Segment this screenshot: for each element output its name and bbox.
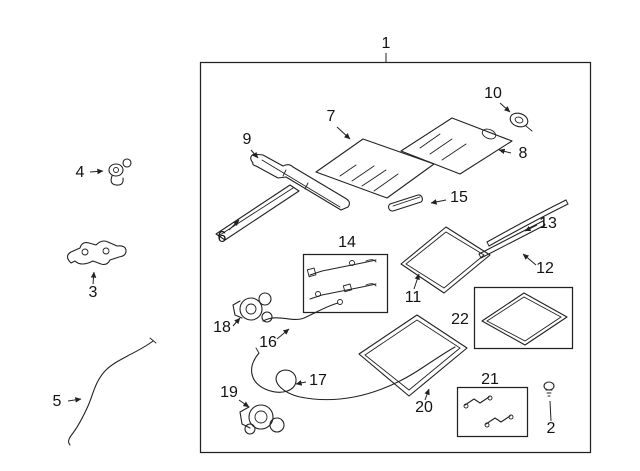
leader-line-4 [89,168,104,175]
callout-1: 1 [382,35,391,52]
part-22-sunshade-frame [481,292,568,346]
part-17-drain-hose [251,346,456,401]
part-12-seal-strip [478,220,546,259]
callout-9: 9 [243,131,252,148]
leader-line-8 [498,148,512,155]
sub-box-21 [456,386,529,438]
part-11-frame-seal [400,226,491,294]
part-16-cable [262,299,343,322]
callout-2: 2 [547,420,556,437]
sub-box-22 [473,286,574,350]
callout-15: 15 [450,189,468,206]
callout-5: 5 [53,393,62,410]
part-4-grommet [108,158,132,186]
callout-13: 13 [539,215,557,232]
leader-line-13 [524,224,538,232]
callout-14: 14 [338,234,356,251]
part-18-motor [232,292,273,323]
leader-line-17 [295,380,307,386]
leader-line-15 [430,199,447,205]
callout-19: 19 [220,384,238,401]
leader-line-5 [67,397,82,403]
sub-box-14 [302,253,389,314]
part-10-grommet [509,112,533,132]
callout-17: 17 [309,372,327,389]
part-2-clip [543,381,555,397]
callout-11: 11 [405,289,422,306]
leader-line-19 [238,399,250,408]
callout-4: 4 [76,164,85,181]
callout-22: 22 [451,311,469,328]
leader-line-12 [522,253,537,266]
leader-line-9 [250,149,259,159]
part-3-bracket [66,240,127,266]
leader-line-16 [276,328,290,340]
callout-18: 18 [213,319,231,336]
part-20-sunshade-panel [358,314,468,397]
leader-line-2 [549,400,552,422]
callout-3: 3 [89,284,98,301]
leader-line-11 [413,273,420,290]
part-5-drain-hose [68,337,157,446]
leader-line-20 [424,388,430,401]
part-6-weatherstrip [215,184,300,241]
callout-12: 12 [536,260,554,277]
leader-line-7 [336,126,351,140]
part-14-drive-cables [306,259,377,300]
callout-6: 6 [218,229,227,246]
leader-line-3 [90,271,97,285]
leader-line-6 [228,219,240,231]
callout-16: 16 [259,334,277,351]
part-7-sunroof-glass [315,138,435,199]
leader-line-10 [499,102,511,113]
callout-7: 7 [327,108,336,125]
callout-10: 10 [484,85,502,102]
part-19-motor [239,404,285,435]
part-15-tube [388,194,423,212]
callout-20: 20 [415,399,433,416]
assembly-boundary-box [199,61,592,454]
callout-8: 8 [519,145,528,162]
callout-21: 21 [481,371,499,388]
part-8-roof-panel [400,117,513,175]
part-21-brackets [463,395,514,428]
part-13-seal-strip [486,199,569,247]
leader-line-18 [232,317,241,327]
